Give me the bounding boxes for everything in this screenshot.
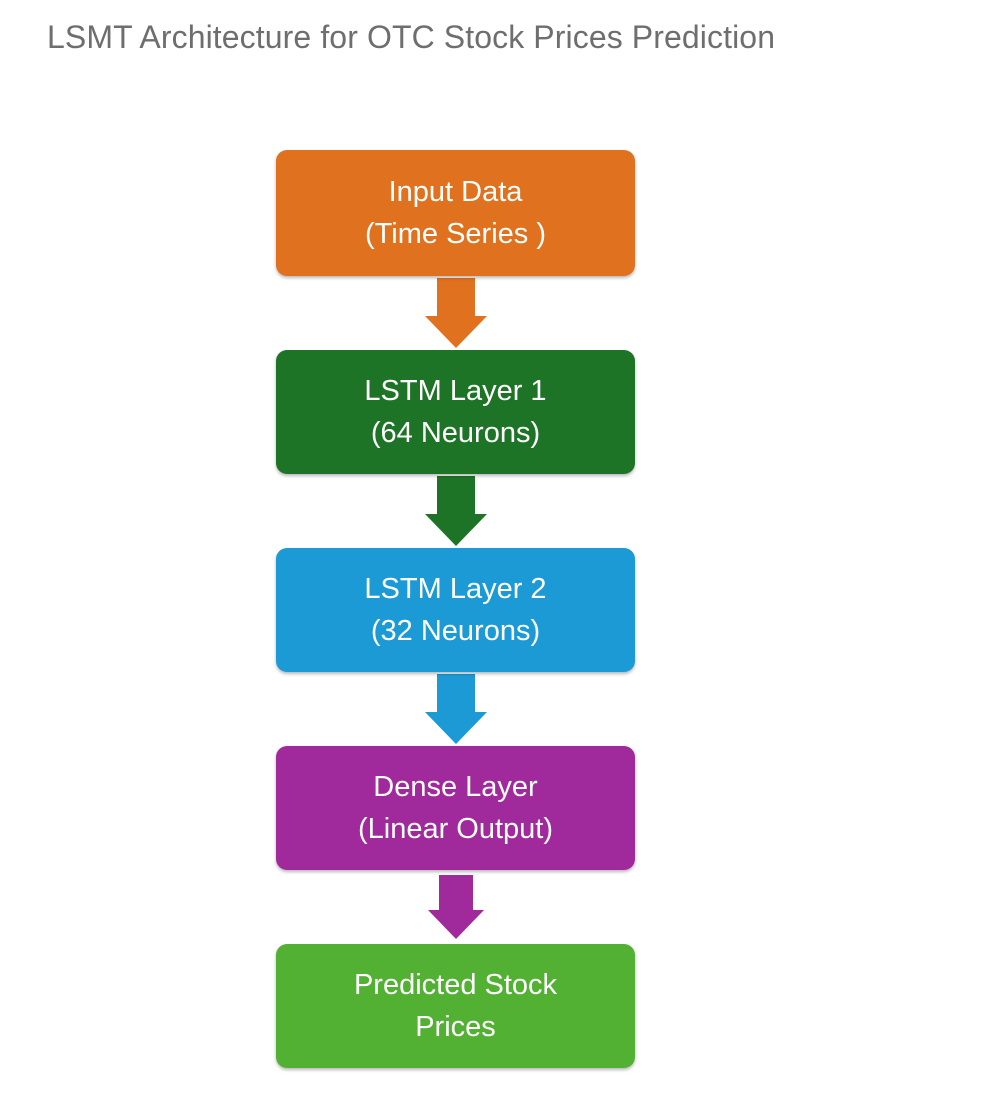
flow-node-line-primary: Input Data [388,176,523,208]
flow-arrow-dense-to-output-container [276,870,635,944]
flow-node-dense-layer[interactable]: Dense Layer (Linear Output) [276,746,635,870]
down-arrow-icon [424,476,487,546]
down-arrow-icon [427,875,484,939]
flow-arrow-lstm2-to-dense-container [276,672,635,746]
flow-node-line-primary: Predicted Stock Prices [353,969,558,1043]
page-title: LSMT Architecture for OTC Stock Prices P… [47,19,776,55]
flow-node-lstm-layer-1[interactable]: LSTM Layer 1 (64 Neurons) [276,350,635,474]
flow-node-line-secondary: (32 Neurons) [370,615,541,647]
flow-node-line-primary: LSTM Layer 1 [364,375,547,407]
flow-node-line-primary: Dense Layer [373,771,538,803]
flow-node-line-secondary: (64 Neurons) [370,417,541,449]
down-arrow-icon [424,674,487,744]
flow-node-line-secondary: (Linear Output) [357,813,554,845]
flow-node-line-secondary: (Time Series ) [365,218,546,250]
down-arrow-icon [424,278,487,348]
flowchart: Input Data (Time Series ) LSTM Layer 1 (… [276,150,635,1068]
flow-node-predicted-stock-prices[interactable]: Predicted Stock Prices [276,944,635,1068]
flow-arrow-lstm1-to-lstm2-container [276,474,635,548]
flow-node-line-primary: LSTM Layer 2 [364,573,547,605]
flow-arrow-input-to-lstm1-container [276,276,635,350]
flow-node-lstm-layer-2[interactable]: LSTM Layer 2 (32 Neurons) [276,548,635,672]
flow-node-input-data[interactable]: Input Data (Time Series ) [276,150,635,276]
